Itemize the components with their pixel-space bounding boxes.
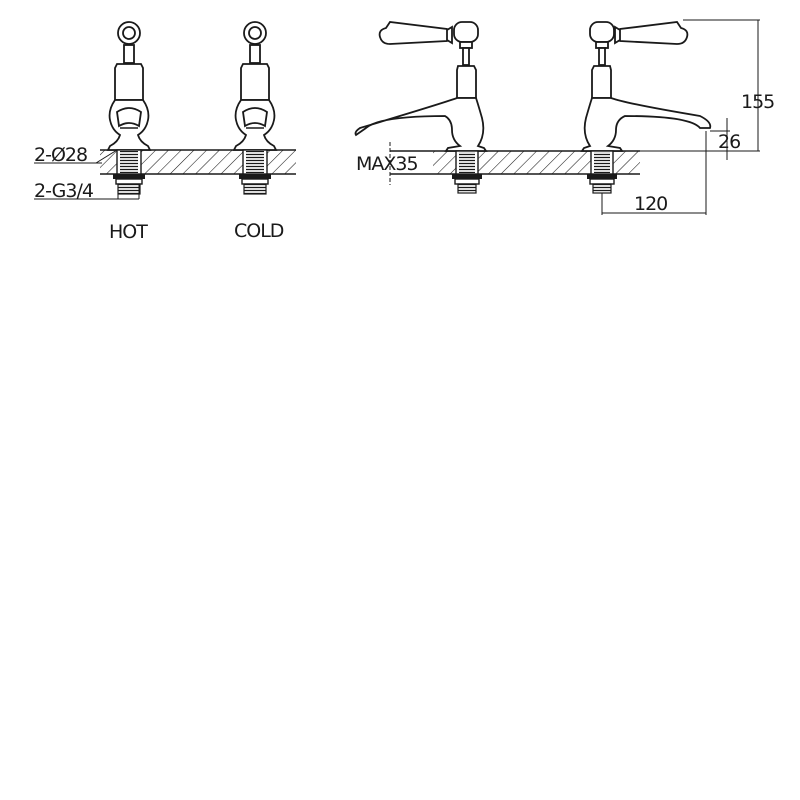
side-view: MAX35 155 26 120 [354,19,775,215]
thread-size-label: 2-G3/4 [34,180,94,202]
front-dimension-lines [34,149,140,200]
front-view: 2-Ø28 2-G3/4 HOT COLD [34,21,296,243]
hot-tap-side [354,21,488,194]
hot-tap-front [106,21,152,195]
hot-label: HOT [109,221,148,243]
spout-height-26-label: 26 [718,131,740,153]
side-dimension-lines [389,19,760,215]
spout-reach-120-label: 120 [634,193,667,215]
height-155-label: 155 [741,91,774,113]
max-thickness-label: MAX35 [356,153,418,175]
hole-diameter-label: 2-Ø28 [34,144,87,166]
cold-tap-front [232,21,278,195]
cold-tap-side [580,21,712,194]
cold-label: COLD [234,220,284,242]
